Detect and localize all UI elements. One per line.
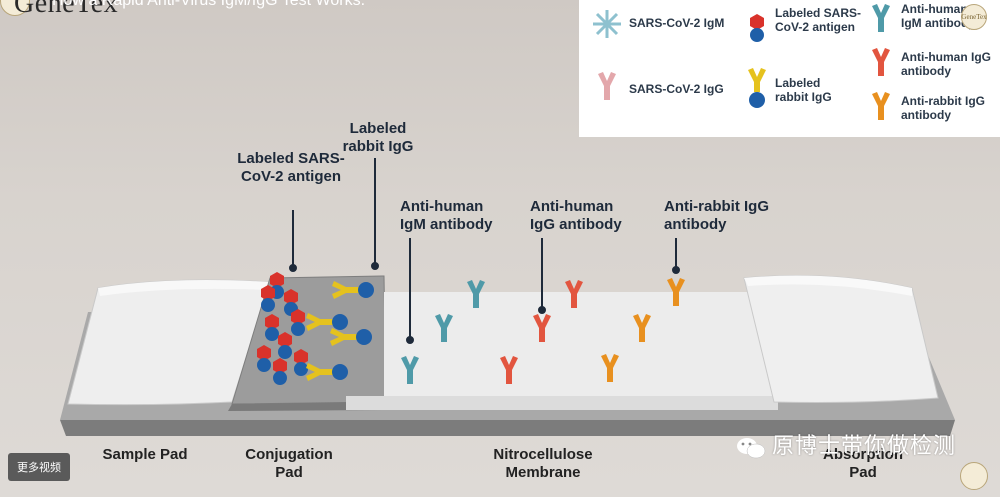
absorption-pad xyxy=(743,275,939,403)
label-conjugation-pad: Conjugation Pad xyxy=(245,446,333,481)
labeled-antigen-group xyxy=(257,272,308,385)
label-labeled-antigen: Labeled SARS-CoV-2 antigen xyxy=(237,150,345,185)
legend-igm-label: SARS-CoV-2 IgM xyxy=(629,16,725,30)
pointer-lines xyxy=(289,158,680,344)
labeled-antigen-icon xyxy=(750,14,764,42)
bottom-corner-logo-icon xyxy=(960,462,988,490)
brand-name: GeneTex xyxy=(14,0,119,19)
label-sample-pad: Sample Pad xyxy=(102,446,188,463)
anti-human-igm-icon xyxy=(872,4,890,32)
video-title: How a Rapid Anti-Virus IgM/IgG Test Work… xyxy=(52,0,366,9)
sars-cov-2-igm-icon xyxy=(593,10,621,38)
legend-labeled-rabbit-label: Labeled rabbit IgG xyxy=(775,76,832,104)
legend-anti-rabbit-label: Anti-rabbit IgG antibody xyxy=(901,94,985,122)
corner-logo-icon: GeneTex xyxy=(961,4,987,30)
label-absorption-pad: Absorption Pad xyxy=(823,446,903,481)
label-anti-igg: Anti-human IgG antibody xyxy=(530,198,622,233)
labeled-rabbit-igg-icon xyxy=(748,68,766,108)
label-labeled-rabbit: Labeled rabbit IgG xyxy=(342,120,414,155)
legend-anti-igm-label: Anti-human IgM antibody xyxy=(901,2,975,30)
label-anti-rabbit: Anti-rabbit IgG antibody xyxy=(664,198,769,233)
legend-anti-igg-label: Anti-human IgG antibody xyxy=(901,50,991,78)
legend-icons xyxy=(593,4,890,120)
video-title-bar: GeneTex How a Rapid Anti-Virus IgM/IgG T… xyxy=(0,0,580,19)
anti-rabbit-igg-icon xyxy=(872,92,890,120)
legend-igg-label: SARS-CoV-2 IgG xyxy=(629,82,724,96)
label-anti-igm: Anti-human IgM antibody xyxy=(400,198,493,233)
sars-cov-2-igg-icon xyxy=(598,72,616,100)
wechat-icon xyxy=(737,438,766,459)
legend-labeled-antigen-label: Labeled SARS-CoV-2 antigen xyxy=(775,6,862,34)
legend-panel: SARS-CoV-2 IgM SARS-CoV-2 IgG Labeled SA… xyxy=(579,0,1000,137)
more-videos-button[interactable]: 更多视频 xyxy=(8,453,70,481)
watermark-text: 原博士带你做检测 xyxy=(772,433,957,458)
anti-human-igg-icon xyxy=(872,48,890,76)
label-nitrocellulose-membrane: Nitrocellulose Membrane xyxy=(493,446,593,481)
labeled-rabbit-igg-group xyxy=(306,281,374,381)
nitrocellulose-membrane xyxy=(346,292,778,410)
